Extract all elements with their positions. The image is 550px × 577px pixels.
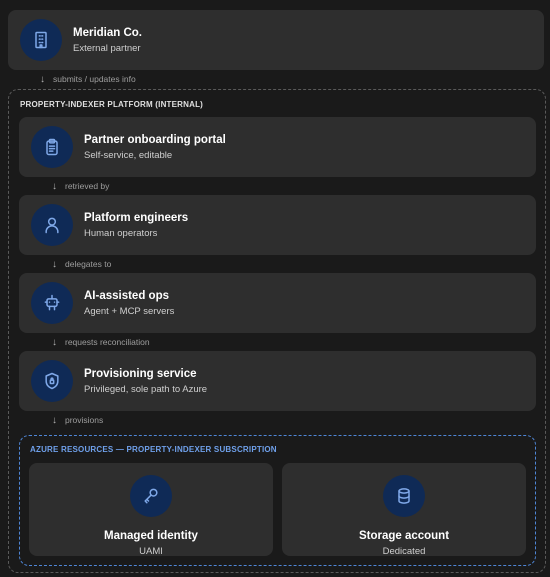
robot-icon [31,282,73,324]
step-subtitle: Human operators [84,227,158,239]
azure-group [19,435,536,566]
partner-subtitle: External partner [73,42,141,54]
connector-delegates-to: ↓ delegates to [52,258,111,270]
step-card-ai-assisted-ops[interactable]: AI-assisted ops Agent + MCP servers [19,273,536,333]
connector-requests-reconciliation: ↓ requests reconciliation [52,336,150,348]
step-title: Provisioning service [84,367,197,380]
step-card-platform-engineers[interactable]: Platform engineers Human operators [19,195,536,255]
connector-provisions: ↓ provisions [52,414,103,426]
step-title: AI-assisted ops [84,289,169,302]
connector-retrieved-by: ↓ retrieved by [52,180,109,192]
resource-subtitle: UAMI [139,546,163,557]
partner-card[interactable]: Meridian Co. External partner [8,10,544,70]
clipboard-icon [31,126,73,168]
building-icon [20,19,62,61]
resource-subtitle: Dedicated [382,546,426,557]
arrow-down-icon: ↓ [52,414,57,426]
step-subtitle: Agent + MCP servers [84,305,175,317]
step-subtitle: Privileged, sole path to Azure [84,383,208,395]
arrow-down-icon: ↓ [40,73,45,85]
partner-title: Meridian Co. [73,26,143,39]
connector-label: requests reconciliation [65,337,150,347]
step-title: Platform engineers [84,211,189,224]
resource-title: Storage account [358,530,450,542]
connector-label: submits / updates info [53,74,136,84]
connector-label: provisions [65,415,104,425]
shield-icon [31,360,73,402]
resource-title: Managed identity [104,530,198,542]
step-title: Partner onboarding portal [84,133,226,146]
arrow-down-icon: ↓ [52,336,57,348]
arrow-down-icon: ↓ [52,258,57,270]
user-icon [31,204,73,246]
connector-partner: ↓ submits / updates info [40,73,136,85]
step-card-onboarding-portal[interactable]: Partner onboarding portal Self-service, … [19,117,536,177]
database-icon [383,475,425,517]
arrow-down-icon: ↓ [52,180,57,192]
connector-label: delegates to [65,259,112,269]
resource-card-managed-identity[interactable]: Managed identity UAMI [29,463,273,557]
platform-group [8,89,546,573]
connector-label: retrieved by [65,181,110,191]
resource-card-storage-account[interactable]: Storage account Dedicated [282,463,526,557]
platform-label: PROPERTY-INDEXER PLATFORM (INTERNAL) [20,100,204,109]
step-card-provisioning-service[interactable]: Provisioning service Privileged, sole pa… [19,351,536,411]
step-subtitle: Self-service, editable [84,149,173,161]
key-icon [130,475,172,517]
azure-label: AZURE RESOURCES — PROPERTY-INDEXER SUBSC… [30,445,277,454]
